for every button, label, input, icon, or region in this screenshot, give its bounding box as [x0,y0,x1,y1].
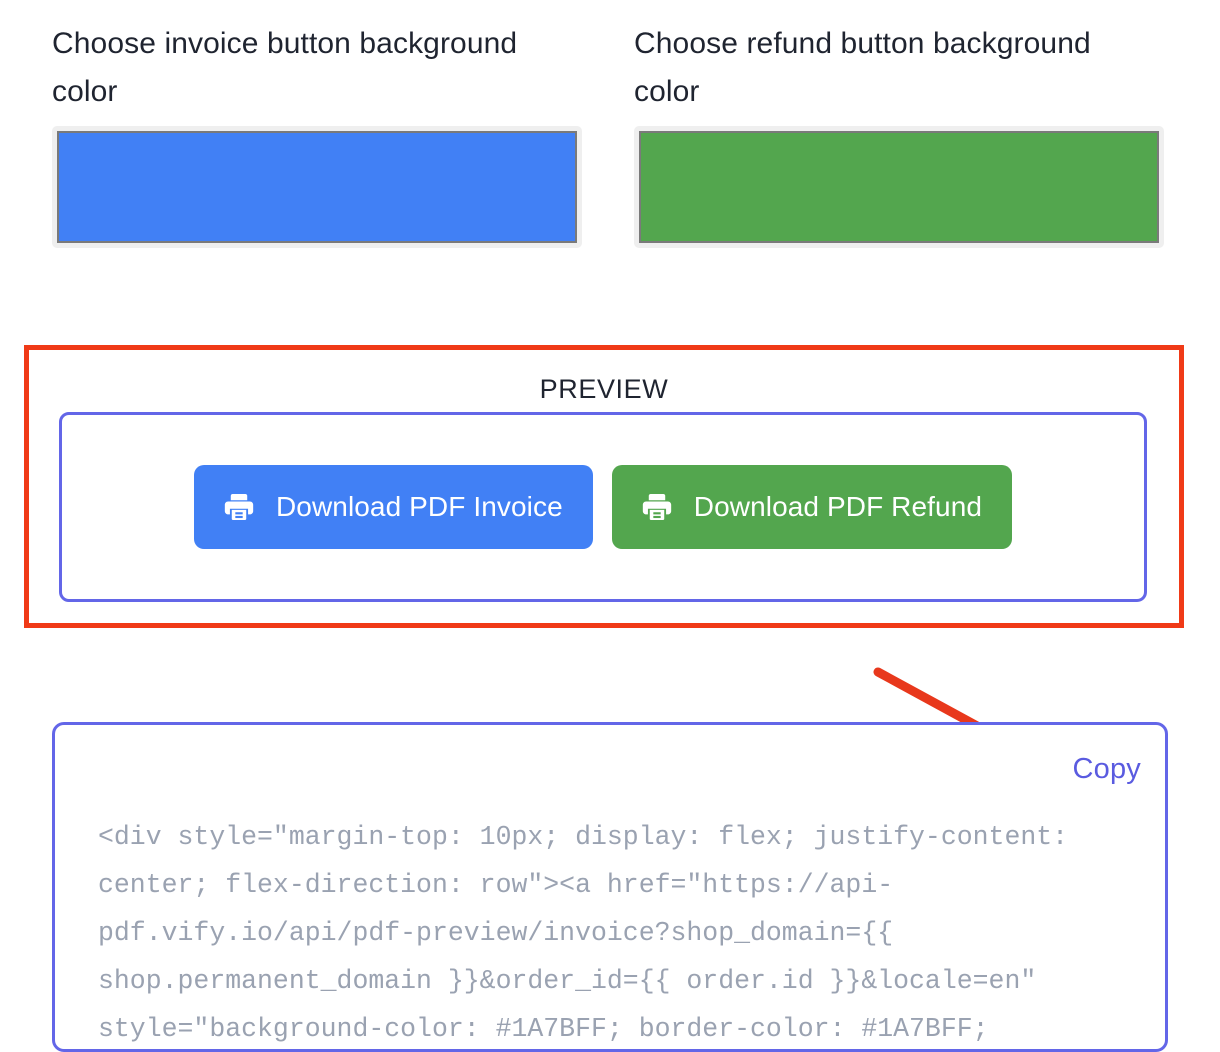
refund-color-label: Choose refund button background color [634,27,1091,108]
download-pdf-refund-button[interactable]: Download PDF Refund [611,465,1013,549]
embed-code-box: Copy <div style="margin-top: 10px; displ… [52,722,1168,1052]
download-pdf-refund-label: Download PDF Refund [693,491,983,522]
preview-panel: Download PDF Invoice Download PDF Refund [59,412,1147,602]
invoice-color-picker: Choose invoice button background color [0,0,582,248]
printer-icon [642,493,671,521]
preview-highlight-box: PREVIEW Download PDF Invoice Do [24,345,1184,628]
embed-code-snippet[interactable]: <div style="margin-top: 10px; display: f… [98,822,1084,1044]
refund-color-swatch-fill [639,131,1159,243]
copy-button[interactable]: Copy [1072,753,1141,785]
refund-color-picker: Choose refund button background color [582,0,1220,248]
preview-title: PREVIEW [539,374,669,404]
printer-icon [224,493,254,521]
download-pdf-invoice-label: Download PDF Invoice [275,491,563,522]
refund-color-swatch[interactable] [634,126,1164,248]
invoice-color-swatch-fill [57,131,577,243]
invoice-color-swatch[interactable] [52,126,582,248]
download-pdf-invoice-button[interactable]: Download PDF Invoice [193,465,593,549]
invoice-color-label: Choose invoice button background color [52,27,518,108]
color-picker-row: Choose invoice button background color C… [0,0,1220,248]
